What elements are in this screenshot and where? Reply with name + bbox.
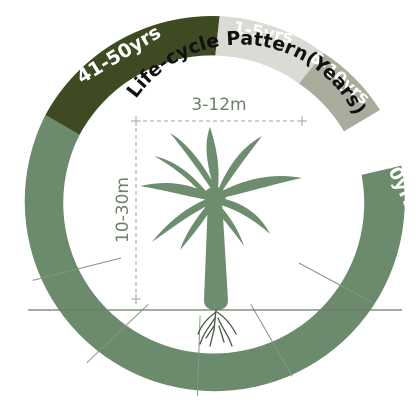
roots-icon [198,310,236,346]
width-dimension: 3-12m [191,95,246,115]
height-dimension: 10-30m [113,177,133,243]
palm-tree-icon [140,127,302,310]
